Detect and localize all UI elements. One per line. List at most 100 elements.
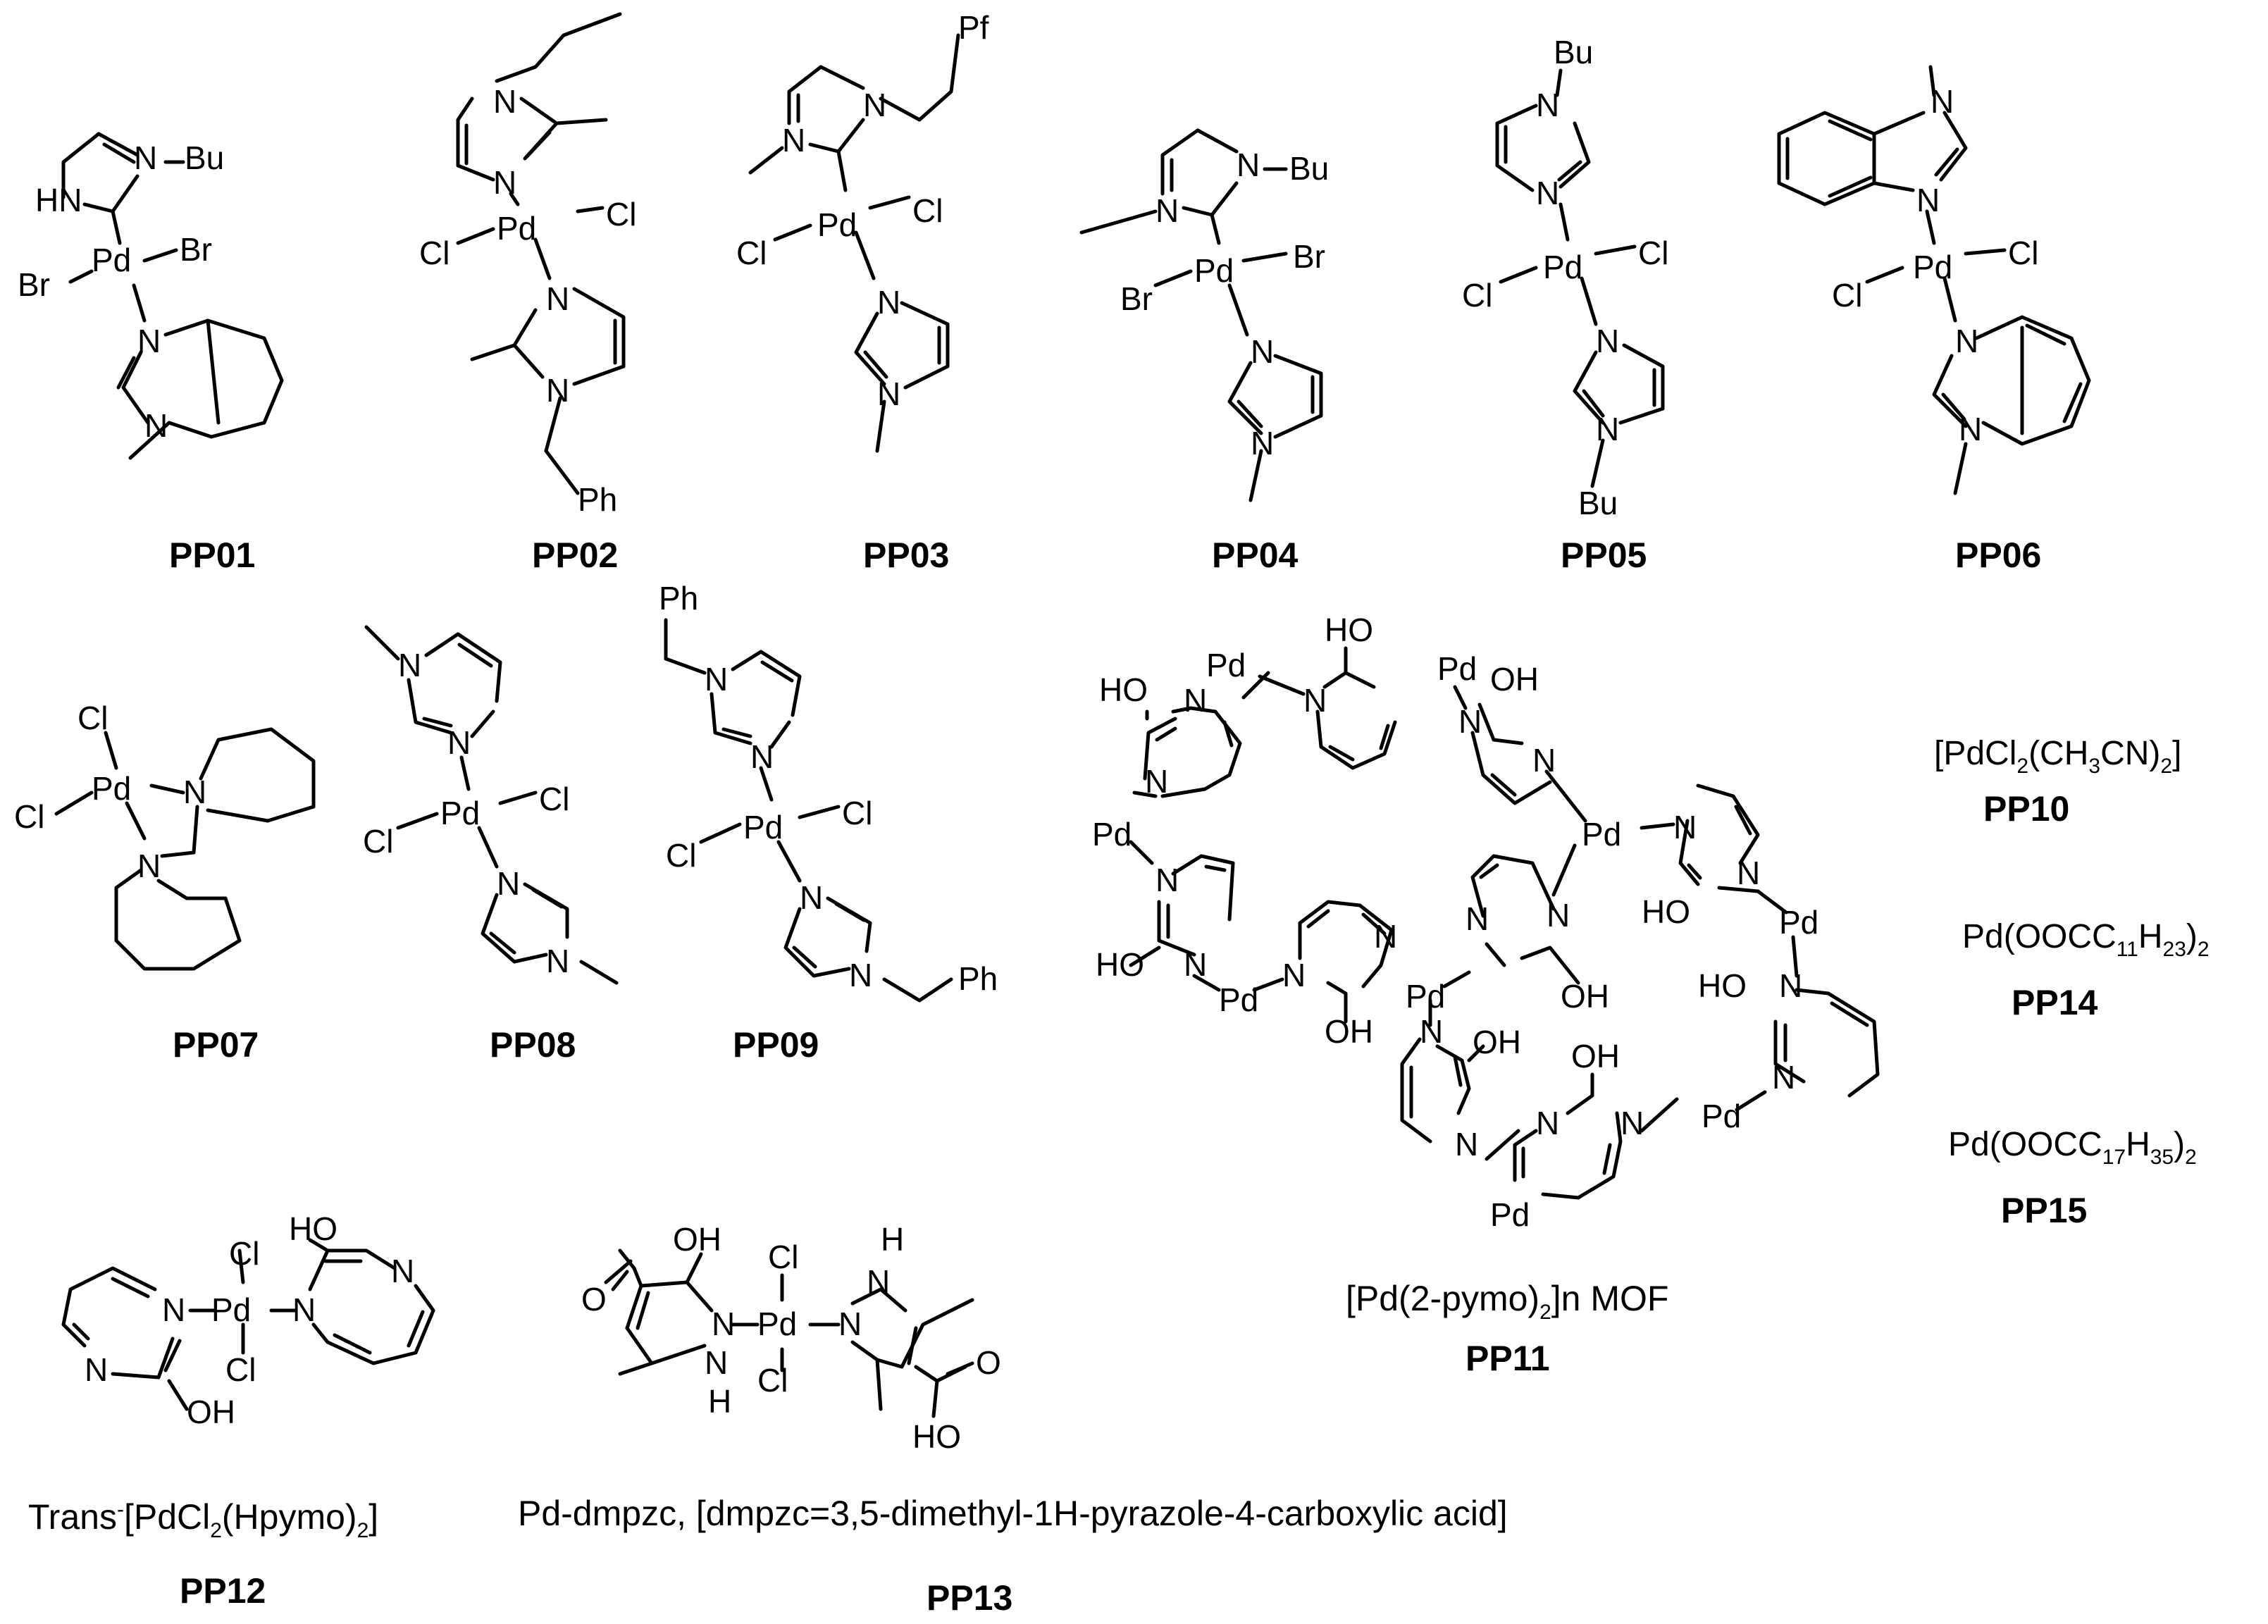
caption-pp13: Pd-dmpzc, [dmpzc=3,5-dimethyl-1H-pyrazol…: [518, 1494, 1508, 1533]
pp06-n1: N: [1931, 83, 1954, 120]
structure-pp03: Pf N N Pd Cl Cl N N PP03: [736, 9, 989, 575]
pp05-bu1: Bu: [1554, 34, 1593, 70]
pp11-n8: N: [1155, 862, 1179, 898]
pp05-cl2: Cl: [1462, 277, 1492, 314]
pp12-n2: N: [292, 1291, 316, 1328]
formula-pp10: [PdCl2(CH3CN)2] PP10: [1934, 735, 2181, 829]
pp01-n2: N: [137, 323, 161, 359]
pp13-oh1: OH: [673, 1221, 721, 1258]
pp03-n1: N: [863, 87, 886, 123]
pp01-br2: Br: [18, 266, 50, 303]
pp08-n3: N: [497, 865, 520, 902]
pp11-pd1: Pd: [1206, 647, 1246, 683]
pp11-n2: N: [1303, 682, 1327, 719]
label-pp03: PP03: [863, 535, 949, 575]
caption-pp11: [Pd(2-pymo)2]n MOF: [1346, 1279, 1668, 1324]
pp13-h2: H: [708, 1383, 731, 1420]
pp11-n13: N: [1547, 897, 1570, 934]
pp11-ho1: HO: [1099, 671, 1148, 708]
pp11-pd3: Pd: [1092, 816, 1132, 853]
pp03-cl2: Cl: [736, 235, 767, 271]
pp11-n17: N: [1455, 1126, 1478, 1163]
pp11-n5: N: [1145, 763, 1168, 800]
pp13-h1: H: [881, 1221, 904, 1258]
pp11-n10: N: [1282, 957, 1306, 993]
pp11-n7: N: [1737, 855, 1760, 891]
structure-pp09: Ph N N Pd Cl Cl N N Ph PP09: [659, 580, 998, 1065]
pp11-pd6: Pd: [1219, 981, 1258, 1018]
pp02-cl1: Cl: [606, 196, 636, 233]
pp08-n1: N: [398, 647, 421, 683]
pp11-pd2: Pd: [1437, 650, 1477, 687]
pp06-n2: N: [1916, 182, 1940, 218]
label-pp02: PP02: [532, 535, 618, 575]
pp06-cl2: Cl: [1832, 277, 1862, 314]
pp07-n2: N: [137, 848, 161, 884]
label-pp09: PP09: [733, 1025, 819, 1065]
pp12-n1: N: [162, 1291, 185, 1328]
label-pp06: PP06: [1955, 535, 2041, 575]
pp09-ph1: Ph: [659, 580, 698, 616]
pp06-pd: Pd: [1913, 249, 1952, 285]
pp11-n6: N: [1673, 809, 1697, 845]
pp01-pd: Pd: [92, 242, 131, 278]
pp01-n1: N: [134, 140, 157, 176]
pp12-n4: N: [85, 1351, 108, 1388]
pp09-n1: N: [705, 661, 728, 698]
pp06-n4: N: [1959, 411, 1982, 447]
pp12-pd: Pd: [211, 1291, 251, 1328]
pp06-cl1: Cl: [2008, 235, 2038, 271]
pp11-ho3: HO: [1642, 893, 1690, 930]
pp04-n3: N: [1251, 333, 1274, 370]
pp08-n4: N: [546, 943, 569, 979]
label-pp07: PP07: [173, 1025, 259, 1065]
label-pp14: PP14: [2012, 983, 2098, 1022]
pp12-cl1: Cl: [229, 1235, 259, 1272]
pp12-cl2: Cl: [225, 1351, 256, 1388]
pp03-n4: N: [877, 376, 900, 412]
pp13-cl2: Cl: [757, 1362, 788, 1399]
pp11-oh3: OH: [1561, 978, 1609, 1015]
structure-pp02: N N Pd Cl Cl N N Ph PP02: [419, 12, 636, 575]
structure-pp11: HO Pd N HO N Pd OH N N N Pd Pd N N HO Pd…: [1092, 612, 1880, 1378]
pp04-n4: N: [1251, 425, 1274, 461]
pp11-n18: N: [1536, 1105, 1559, 1141]
pp11-pd8: Pd: [1702, 1098, 1741, 1134]
pp09-n3: N: [800, 879, 823, 916]
pp11-pd4: Pd: [1582, 816, 1621, 853]
pp02-ph: Ph: [578, 481, 617, 518]
pp07-cl2: Cl: [14, 798, 44, 835]
pp13-o1: O: [581, 1281, 607, 1318]
pp01-bu: Bu: [185, 140, 224, 176]
pp04-br2: Br: [1120, 280, 1153, 317]
structure-pp06: N N Pd Cl Cl N N PP06: [1777, 65, 2091, 575]
pp13-n2: N: [712, 1306, 735, 1342]
pp12-n3: N: [391, 1253, 414, 1289]
pp07-cl1: Cl: [78, 700, 108, 736]
pp09-cl1: Cl: [842, 795, 872, 831]
label-pp04: PP04: [1212, 535, 1299, 575]
label-pp15: PP15: [2001, 1191, 2087, 1230]
pp03-pd: Pd: [817, 206, 857, 243]
pp08-n2: N: [447, 724, 471, 761]
pp11-n12: N: [1465, 900, 1489, 937]
pp13-o2: O: [976, 1344, 1001, 1381]
pp04-n2: N: [1155, 192, 1179, 229]
pp01-hn: HN: [35, 182, 82, 218]
formula-pp14: Pd(OOCC11H23)2 PP14: [1962, 918, 2210, 1022]
pp09-pd: Pd: [743, 809, 783, 845]
pp04-bu: Bu: [1289, 150, 1329, 187]
pp13-cl1: Cl: [768, 1239, 798, 1275]
structure-pp05: Bu N N Pd Cl Cl N N Bu PP05: [1462, 34, 1668, 575]
pp04-n1: N: [1237, 147, 1260, 183]
pp11-n3: N: [1458, 703, 1482, 740]
label-pp13: PP13: [927, 1578, 1012, 1618]
formula-pp15-text: Pd(OOCC17H35)2: [1948, 1126, 2197, 1169]
pp04-pd: Pd: [1194, 252, 1234, 289]
label-pp10: PP10: [1983, 789, 2069, 829]
pp03-cl1: Cl: [912, 192, 943, 229]
pp08-pd: Pd: [440, 795, 480, 831]
pp05-n4: N: [1596, 411, 1619, 447]
pp11-ho5: HO: [1698, 967, 1747, 1004]
